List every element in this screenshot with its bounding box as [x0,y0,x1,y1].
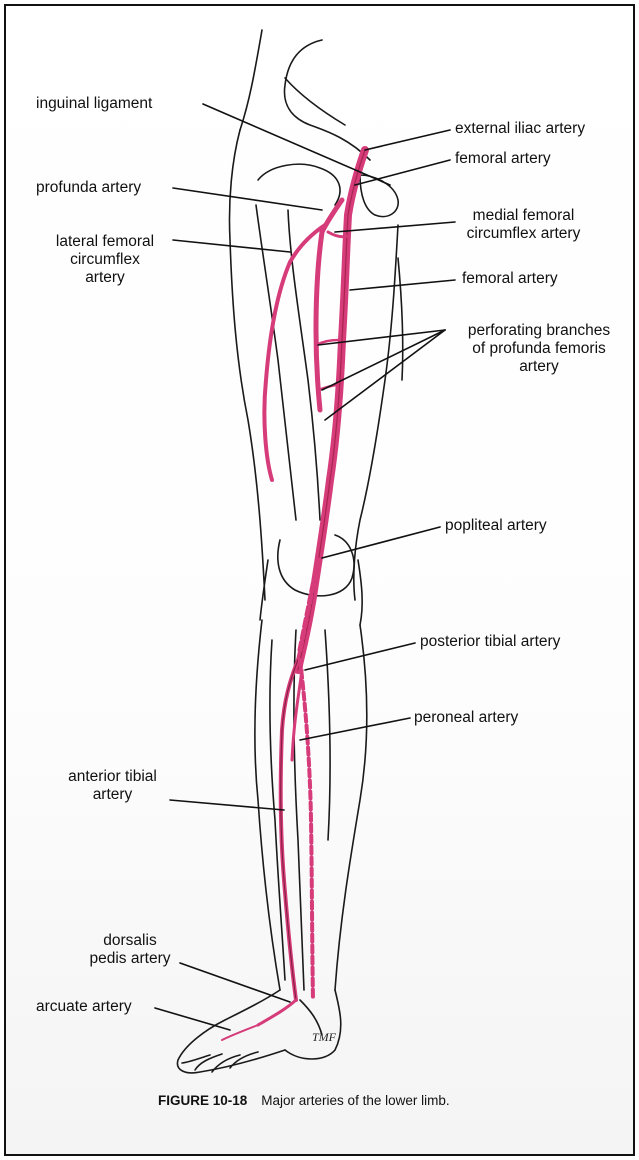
leader-medial-circumflex [335,222,455,232]
label-profunda-artery: profunda artery [36,179,141,197]
illustrator-signature: TMF [312,1030,336,1045]
label-inguinal-ligament: inguinal ligament [36,95,152,113]
label-femoral-artery-upper: femoral artery [455,150,551,168]
label-medial-femoral-circumflex-artery: medial femoral circumflex artery [456,207,591,243]
leader-peroneal [300,718,410,740]
leader-femoral-mid [350,280,455,290]
leader-inguinal-ligament [203,104,390,185]
leader-popliteal [322,527,440,558]
leader-dorsalis-pedis [180,963,290,1002]
leader-external-iliac [365,130,450,150]
figure-number: FIGURE 10-18 [158,1093,247,1108]
label-peroneal-artery: peroneal artery [414,709,518,727]
label-dorsalis-pedis-artery: dorsalis pedis artery [75,932,185,968]
label-external-iliac-artery: external iliac artery [455,120,585,138]
leg-outline [177,30,402,1073]
leader-perforating-1 [318,330,445,345]
leader-lateral-circumflex [173,240,290,252]
figure-caption: FIGURE 10-18 Major arteries of the lower … [158,1093,450,1108]
label-arcuate-artery: arcuate artery [36,998,132,1016]
label-perforating-branches: perforating branches of profunda femoris… [450,322,628,376]
label-femoral-artery-mid: femoral artery [462,270,558,288]
leader-anterior-tibial [170,800,284,810]
label-posterior-tibial-artery: posterior tibial artery [420,633,560,651]
label-anterior-tibial-artery: anterior tibial artery [50,768,175,804]
label-popliteal-artery: popliteal artery [445,517,547,535]
figure-caption-text: Major arteries of the lower limb. [261,1093,449,1108]
leader-posterior-tibial [305,643,415,670]
label-lateral-femoral-circumflex-artery: lateral femoral circumflex artery [40,233,170,287]
leader-femoral-upper [355,160,450,185]
leader-arcuate [155,1008,230,1030]
leader-profunda [173,188,322,210]
